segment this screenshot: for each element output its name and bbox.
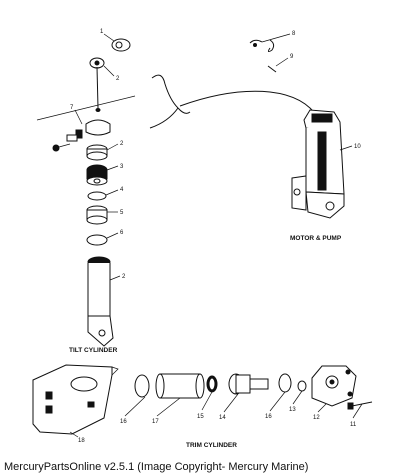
o-ring-16-left[interactable] — [134, 374, 150, 398]
pivot-pin-2-top[interactable] — [89, 57, 105, 112]
section-label-motor-pump: MOTOR & PUMP — [290, 235, 342, 242]
cap-2[interactable] — [86, 144, 108, 161]
trim-housing-18[interactable] — [32, 364, 119, 435]
callout-6: 6 — [120, 230, 124, 236]
callout-2-low: 2 — [122, 274, 126, 280]
callout-2-top: 2 — [116, 76, 120, 82]
callout-9: 9 — [290, 54, 294, 60]
callout-16-right: 16 — [265, 414, 272, 420]
piston-5[interactable] — [86, 205, 108, 225]
end-cap-12[interactable] — [311, 365, 357, 407]
callout-14: 14 — [219, 415, 226, 421]
callout-2-mid: 2 — [120, 141, 124, 147]
clip-8[interactable] — [249, 39, 263, 47]
callout-11: 11 — [350, 422, 357, 428]
tilt-cylinder-2[interactable] — [87, 256, 114, 347]
callout-18: 18 — [78, 438, 85, 444]
piston-3[interactable] — [86, 164, 108, 186]
callout-7: 7 — [70, 105, 74, 111]
callout-leaders — [69, 33, 363, 438]
callout-12: 12 — [313, 415, 320, 421]
motor-pump-10[interactable] — [291, 109, 345, 219]
callout-17: 17 — [152, 419, 159, 425]
callout-8: 8 — [292, 31, 296, 37]
trim-cylinder-17[interactable] — [155, 373, 205, 399]
callout-10: 10 — [354, 144, 361, 150]
o-ring-16-right[interactable] — [278, 373, 292, 393]
o-ring-13[interactable] — [297, 380, 307, 392]
o-ring-6[interactable] — [86, 234, 108, 246]
copyright-footer: MercuryPartsOnline v2.5.1 (Image Copyrig… — [4, 461, 309, 473]
callout-13: 13 — [289, 407, 296, 413]
mounting-bracket-7[interactable] — [66, 119, 111, 142]
piston-14[interactable] — [228, 373, 269, 395]
screw-9[interactable] — [267, 65, 277, 73]
callout-15: 15 — [197, 414, 204, 420]
callout-1: 1 — [100, 29, 104, 35]
spring-8[interactable] — [267, 39, 275, 53]
guide-line — [36, 95, 136, 121]
callout-4: 4 — [120, 187, 124, 193]
callout-3: 3 — [120, 164, 124, 170]
callout-16-left: 16 — [120, 419, 127, 425]
bolt-11[interactable] — [347, 401, 373, 410]
o-ring-15[interactable] — [206, 375, 218, 393]
screw-7[interactable] — [52, 143, 71, 152]
bushing-1[interactable] — [111, 38, 131, 52]
wiring-harness[interactable] — [149, 74, 319, 129]
callout-5: 5 — [120, 210, 124, 216]
section-label-trim-cylinder: TRIM CYLINDER — [186, 442, 237, 449]
section-label-tilt-cylinder: TILT CYLINDER — [69, 347, 118, 354]
o-ring-4[interactable] — [87, 191, 107, 201]
